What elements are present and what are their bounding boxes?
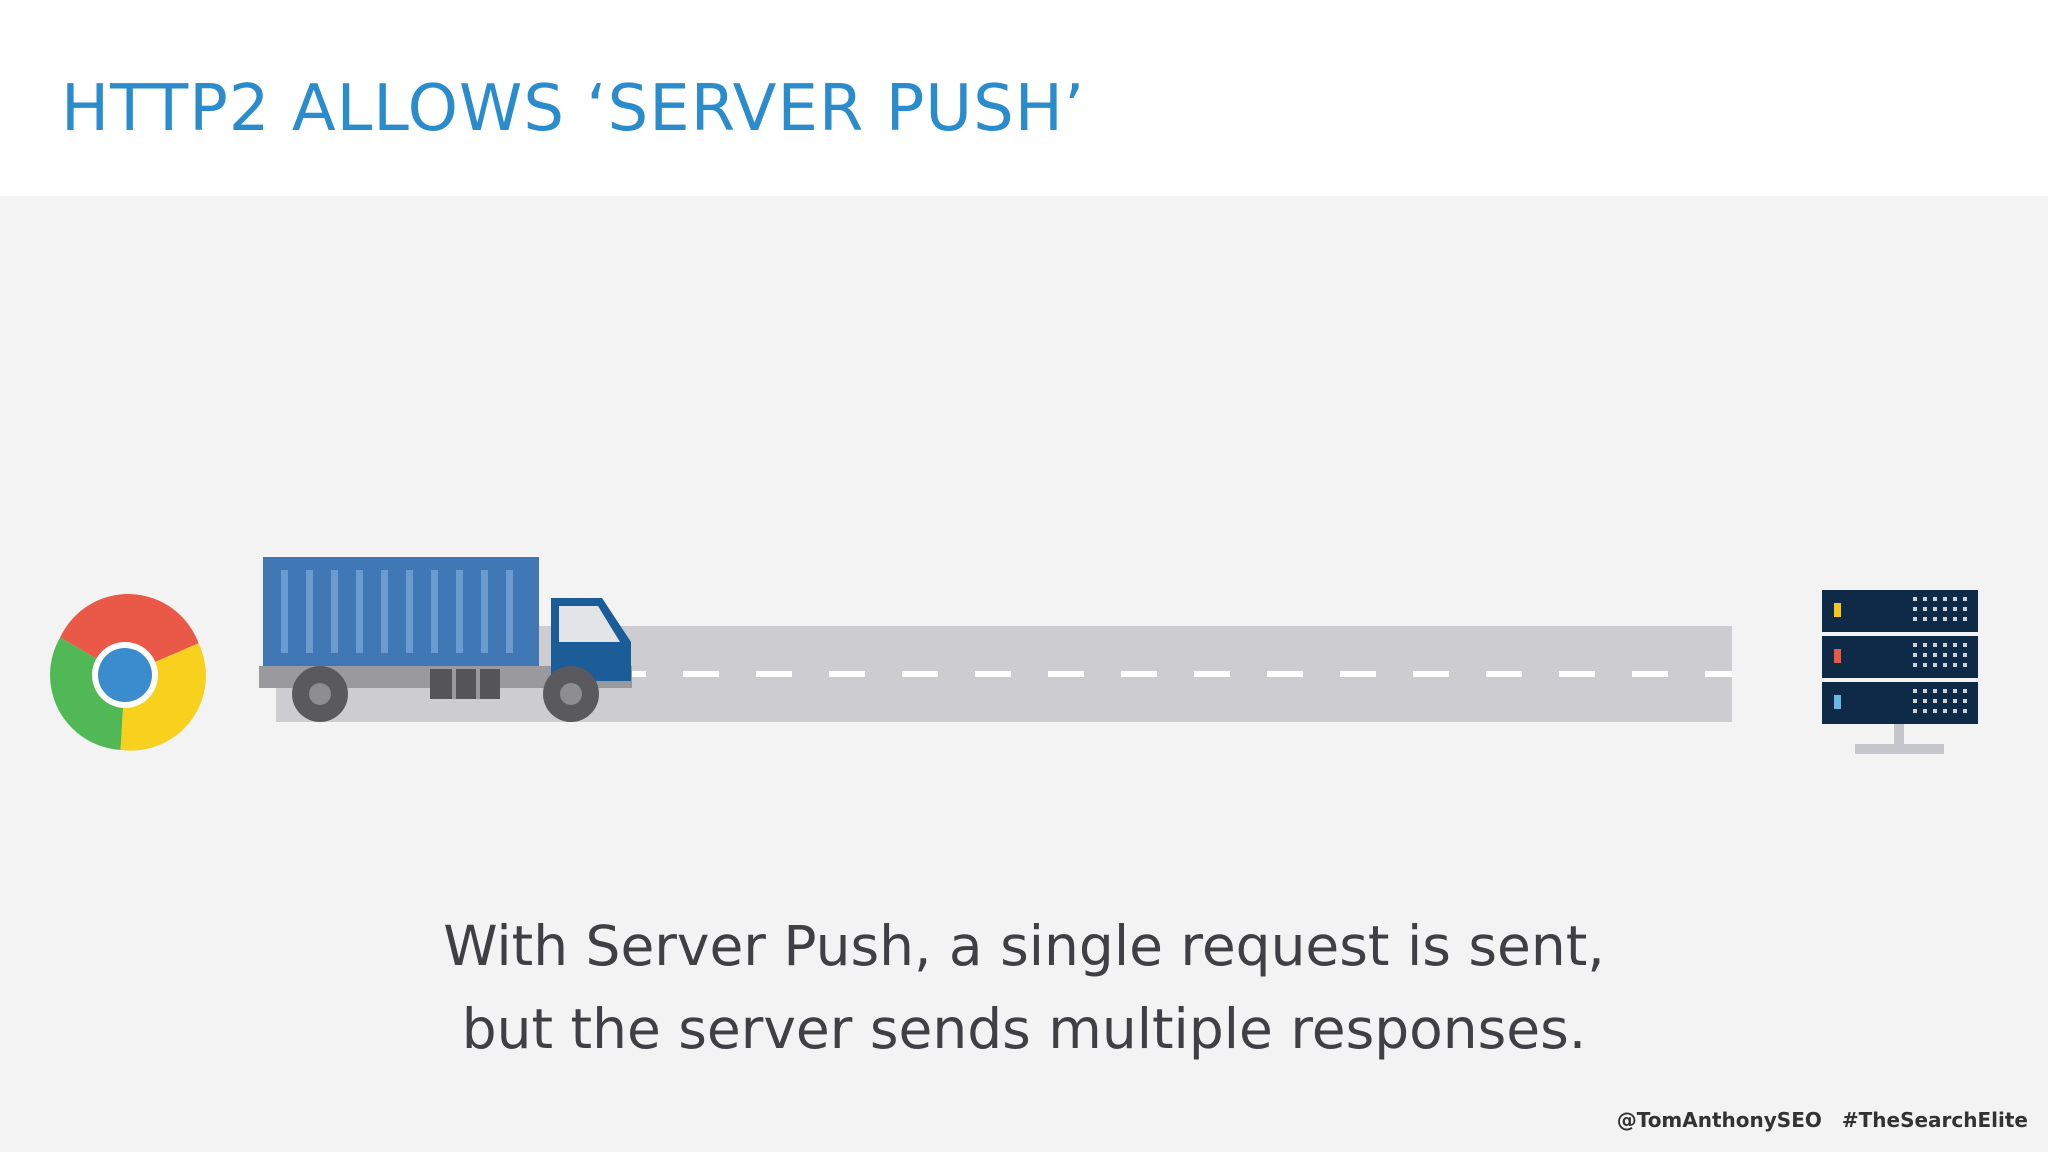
caption-line-1: With Server Push, a single request is se…	[443, 914, 1605, 978]
header: HTTP2 ALLOWS ‘SERVER PUSH’	[0, 0, 2048, 196]
server-rack-icon	[1822, 590, 1978, 754]
caption: With Server Push, a single request is se…	[324, 905, 1724, 1071]
slide-title: HTTP2 ALLOWS ‘SERVER PUSH’	[61, 72, 1086, 146]
footer-handle: @TomAnthonySEO	[1616, 1108, 1822, 1132]
truck-icon	[259, 557, 632, 722]
push-diagram	[50, 557, 1978, 754]
caption-line-2: but the server sends multiple responses.	[461, 997, 1587, 1061]
footer-hashtag: #TheSearchElite	[1841, 1108, 2028, 1132]
chrome-logo-icon	[50, 594, 206, 751]
footer: @TomAnthonySEO #TheSearchElite	[1597, 1108, 2028, 1132]
